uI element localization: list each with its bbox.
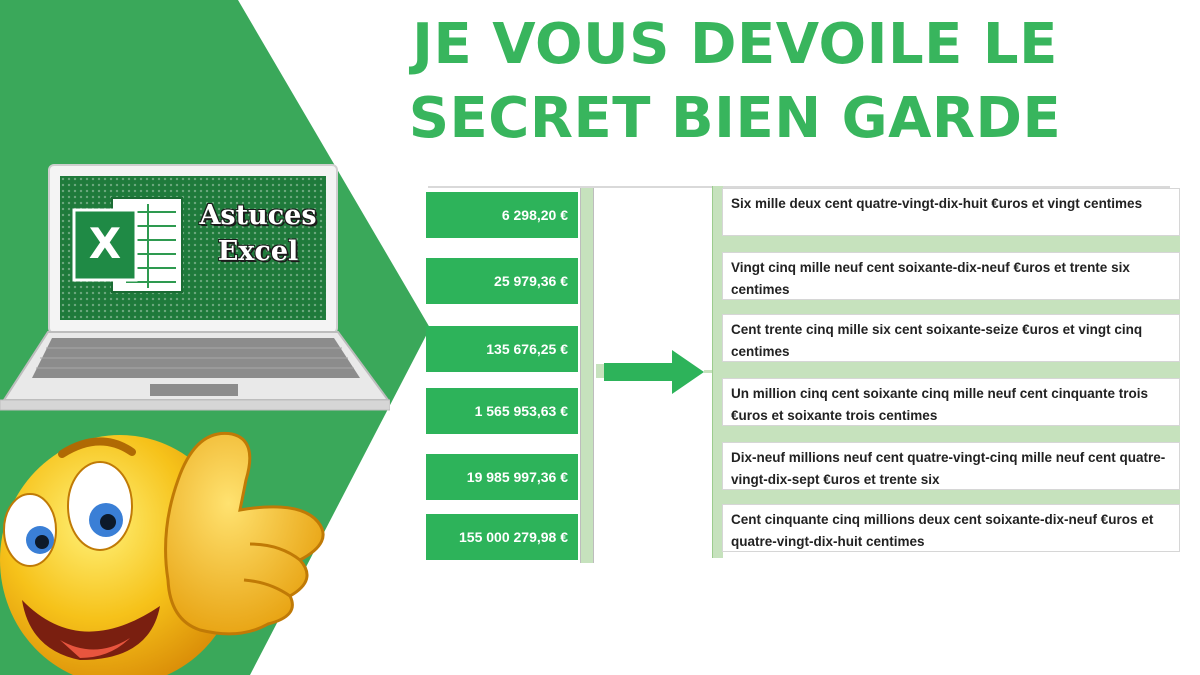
row-gap <box>722 236 1180 252</box>
page-title: JE VOUS DEVOILE LE SECRET BIEN GARDE <box>385 8 1085 156</box>
amount-cell: 19 985 997,36 € <box>426 454 578 500</box>
laptop-screen: X Astuces Excel <box>48 164 338 334</box>
title-line-1: JE VOUS DEVOILE LE <box>412 12 1058 77</box>
table-top-border <box>428 186 1170 188</box>
row-gap <box>722 362 1180 378</box>
amount-cell: 6 298,20 € <box>426 192 578 238</box>
laptop-screen-display: X Astuces Excel <box>60 176 326 320</box>
column-divider <box>580 188 594 563</box>
words-cell: Un million cinq cent soixante cinq mille… <box>722 378 1180 426</box>
amount-cell: 25 979,36 € <box>426 258 578 304</box>
amount-cell: 1 565 953,63 € <box>426 388 578 434</box>
laptop-keyboard <box>0 331 390 411</box>
words-column: Six mille deux cent quatre-vingt-dix-hui… <box>712 186 1182 566</box>
amount-cell: 155 000 279,98 € <box>426 514 578 560</box>
words-cell: Six mille deux cent quatre-vingt-dix-hui… <box>722 188 1180 236</box>
logo-line-2: Excel <box>217 236 299 268</box>
words-column-border <box>712 186 723 558</box>
words-cell: Vingt cinq mille neuf cent soixante-dix-… <box>722 252 1180 300</box>
row-gap <box>722 490 1180 506</box>
excel-logo-letter: X <box>89 219 121 268</box>
amount-column: 6 298,20 € 25 979,36 € 135 676,25 € 1 56… <box>426 188 596 563</box>
row-gap <box>722 300 1180 316</box>
laptop-icon: X Astuces Excel <box>0 160 400 420</box>
thumbs-up-smiley-icon <box>0 431 325 675</box>
excel-x-icon: X <box>72 197 183 293</box>
words-cell: Cent trente cinq mille six cent soixante… <box>722 314 1180 362</box>
words-cell: Cent cinquante cinq millions deux cent s… <box>722 504 1180 552</box>
logo-line-1: Astuces <box>199 200 317 231</box>
title-line-2: SECRET BIEN GARDE <box>408 86 1062 151</box>
words-cell: Dix-neuf millions neuf cent quatre-vingt… <box>722 442 1180 490</box>
logo-text: Astuces Excel <box>188 198 328 271</box>
arrow-right-icon <box>596 350 712 394</box>
row-gap <box>722 426 1180 442</box>
amount-cell: 135 676,25 € <box>426 326 578 372</box>
